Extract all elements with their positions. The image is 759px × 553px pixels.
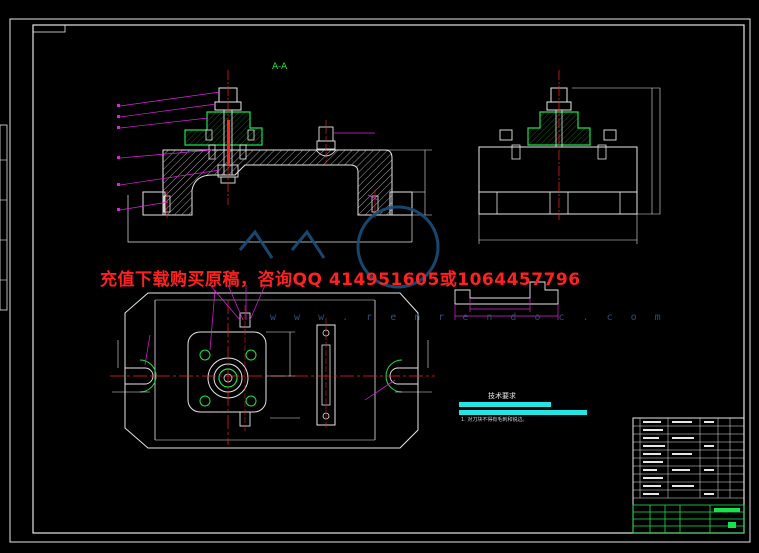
watermark-logo (238, 205, 440, 289)
plan-view (110, 284, 435, 449)
detail-part-view (454, 281, 559, 320)
drawing-frame (0, 18, 751, 543)
front-section-view (117, 70, 432, 243)
tech-requirements-bars (459, 402, 587, 415)
section-label: A-A (272, 62, 288, 72)
tech-requirements-note: 1. 对刀块不得有毛刺和锐边。 (461, 417, 528, 423)
tech-requirements-title: 技术要求 (488, 392, 516, 400)
body-section (162, 149, 393, 216)
side-view (478, 70, 661, 244)
watermark-text: 充值下载购买原稿，咨询QQ 414951605或1064457796 (100, 270, 581, 290)
title-block (632, 417, 745, 534)
watermark-url: w w w . r e n r e n d o c . c o m (270, 312, 667, 323)
